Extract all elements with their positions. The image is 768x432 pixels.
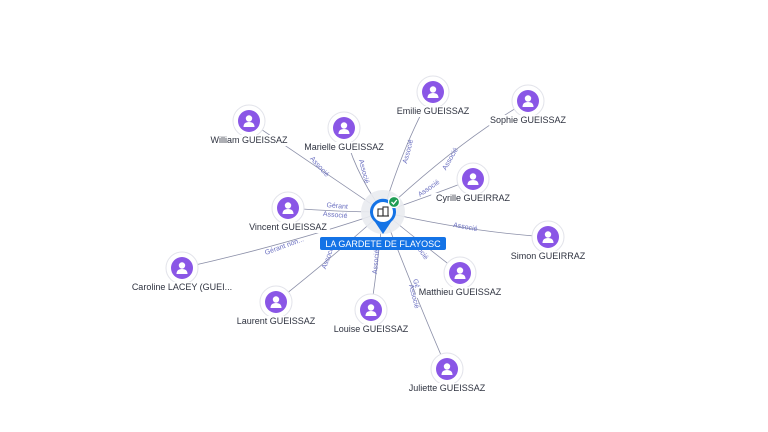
- edge-label: Associé: [323, 211, 348, 220]
- node-label-bg: [331, 324, 411, 335]
- person-icon: [467, 173, 479, 185]
- node-label-bg: [402, 383, 492, 394]
- node-label: Simon GUEIRRAZ: [511, 251, 586, 261]
- center-label: LA GARDETE DE FLAYOSC: [325, 239, 441, 249]
- person-icon: [542, 231, 554, 243]
- nodes-layer: William GUEISSAZ Marielle GUEISSAZ Emilie …: [123, 75, 586, 394]
- person-node-emilie[interactable]: Emilie GUEISSAZ: [393, 75, 473, 117]
- edge-sophie: [382, 100, 529, 213]
- edge-label: Associé: [402, 139, 415, 165]
- person-icon: [454, 267, 466, 279]
- edge-label: Associé: [453, 222, 478, 233]
- person-icon: [338, 122, 350, 134]
- person-icon: [365, 304, 377, 316]
- center-label-bg: [320, 237, 446, 250]
- person-icon: [282, 202, 294, 214]
- edge-label: Associé: [308, 156, 330, 179]
- node-label: Juliette GUEISSAZ: [409, 383, 486, 393]
- node-label-bg: [299, 142, 389, 153]
- node-label: Emilie GUEISSAZ: [397, 106, 470, 116]
- center-node[interactable]: LA GARDETE DE FLAYOSC: [320, 190, 446, 250]
- node-label: Matthieu GUEISSAZ: [419, 287, 502, 297]
- person-icon: [427, 86, 439, 98]
- person-node-cyrille[interactable]: Cyrille GUEIRRAZ: [431, 162, 515, 204]
- person-icon: [522, 95, 534, 107]
- person-node-sophie[interactable]: Sophie GUEISSAZ: [488, 84, 568, 126]
- node-label: Vincent GUEISSAZ: [249, 222, 327, 232]
- edge-caroline: [181, 211, 384, 269]
- node-label-bg: [488, 115, 568, 126]
- person-icon: [270, 296, 282, 308]
- person-node-marielle[interactable]: Marielle GUEISSAZ: [299, 111, 389, 153]
- node-label-bg: [393, 106, 473, 117]
- person-node-simon[interactable]: Simon GUEIRRAZ: [511, 220, 586, 262]
- node-label: Louise GUEISSAZ: [334, 324, 409, 334]
- person-icon: [243, 115, 255, 127]
- person-node-matthieu[interactable]: Matthieu GUEISSAZ: [415, 256, 505, 298]
- edge-label: Associé: [372, 249, 381, 274]
- node-label-bg: [234, 316, 318, 327]
- building-icon: [377, 206, 389, 217]
- person-node-william[interactable]: William GUEISSAZ: [207, 104, 291, 146]
- person-icon: [441, 363, 453, 375]
- person-icon: [176, 262, 188, 274]
- node-label: Caroline LACEY (GUEI...: [132, 282, 232, 292]
- person-node-juliette[interactable]: Juliette GUEISSAZ: [402, 352, 492, 394]
- person-node-caroline[interactable]: Caroline LACEY (GUEI...: [123, 251, 241, 293]
- check-icon: [387, 195, 401, 209]
- node-label-bg: [207, 135, 291, 146]
- node-label: Cyrille GUEIRRAZ: [436, 193, 511, 203]
- node-label: Sophie GUEISSAZ: [490, 115, 567, 125]
- node-label: Laurent GUEISSAZ: [237, 316, 316, 326]
- node-label: William GUEISSAZ: [210, 135, 288, 145]
- node-label: Marielle GUEISSAZ: [304, 142, 384, 152]
- person-node-laurent[interactable]: Laurent GUEISSAZ: [234, 285, 318, 327]
- person-node-vincent[interactable]: Vincent GUEISSAZ: [246, 191, 330, 233]
- edge-label: Gé...: [411, 278, 422, 295]
- node-label-bg: [431, 193, 515, 204]
- node-label-bg: [123, 282, 241, 293]
- node-label-bg: [511, 251, 585, 262]
- person-node-louise[interactable]: Louise GUEISSAZ: [331, 293, 411, 335]
- edge-label: Gérant: [326, 202, 348, 211]
- node-label-bg: [246, 222, 330, 233]
- node-label-bg: [415, 287, 505, 298]
